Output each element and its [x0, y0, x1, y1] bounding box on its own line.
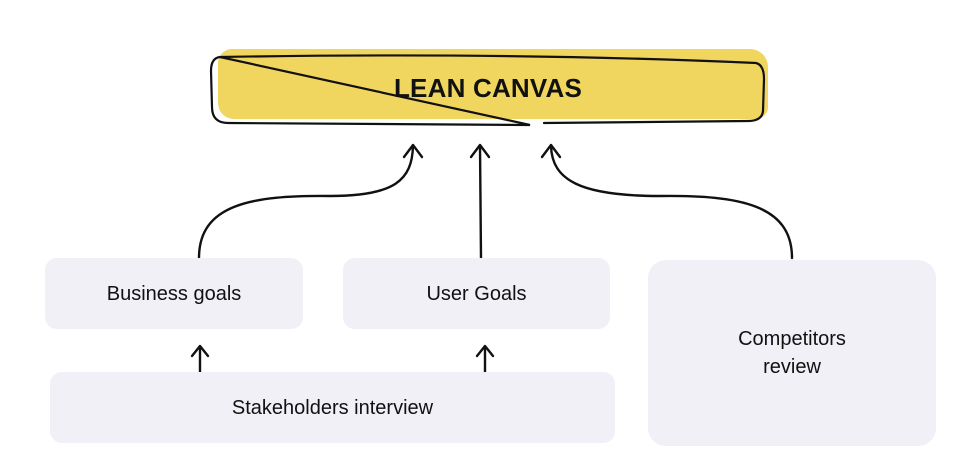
user-goals-node: User Goals — [343, 258, 610, 329]
competitors-review-node: Competitors review — [648, 260, 936, 446]
arrowhead-competitors — [540, 143, 562, 159]
user-goals-label: User Goals — [426, 282, 527, 305]
arrowhead-stake-business — [190, 344, 210, 358]
business-goals-label: Business goals — [106, 282, 242, 305]
arrow-competitors-to-canvas — [549, 144, 794, 260]
arrow-user-to-canvas — [478, 144, 483, 260]
lean-canvas-title-node: LEAN CANVAS — [208, 49, 768, 127]
competitors-review-label: Competitors review — [738, 328, 846, 378]
title-label: LEAN CANVAS — [393, 73, 583, 103]
stakeholders-interview-label: Stakeholders interview — [231, 396, 434, 419]
arrowhead-business — [402, 143, 424, 159]
arrowhead-stake-user — [475, 344, 495, 358]
stakeholders-interview-node: Stakeholders interview — [50, 372, 615, 443]
title-outline — [209, 54, 766, 127]
arrow-business-to-canvas — [197, 144, 415, 260]
arrowhead-user — [469, 143, 491, 159]
business-goals-node: Business goals — [45, 258, 303, 329]
